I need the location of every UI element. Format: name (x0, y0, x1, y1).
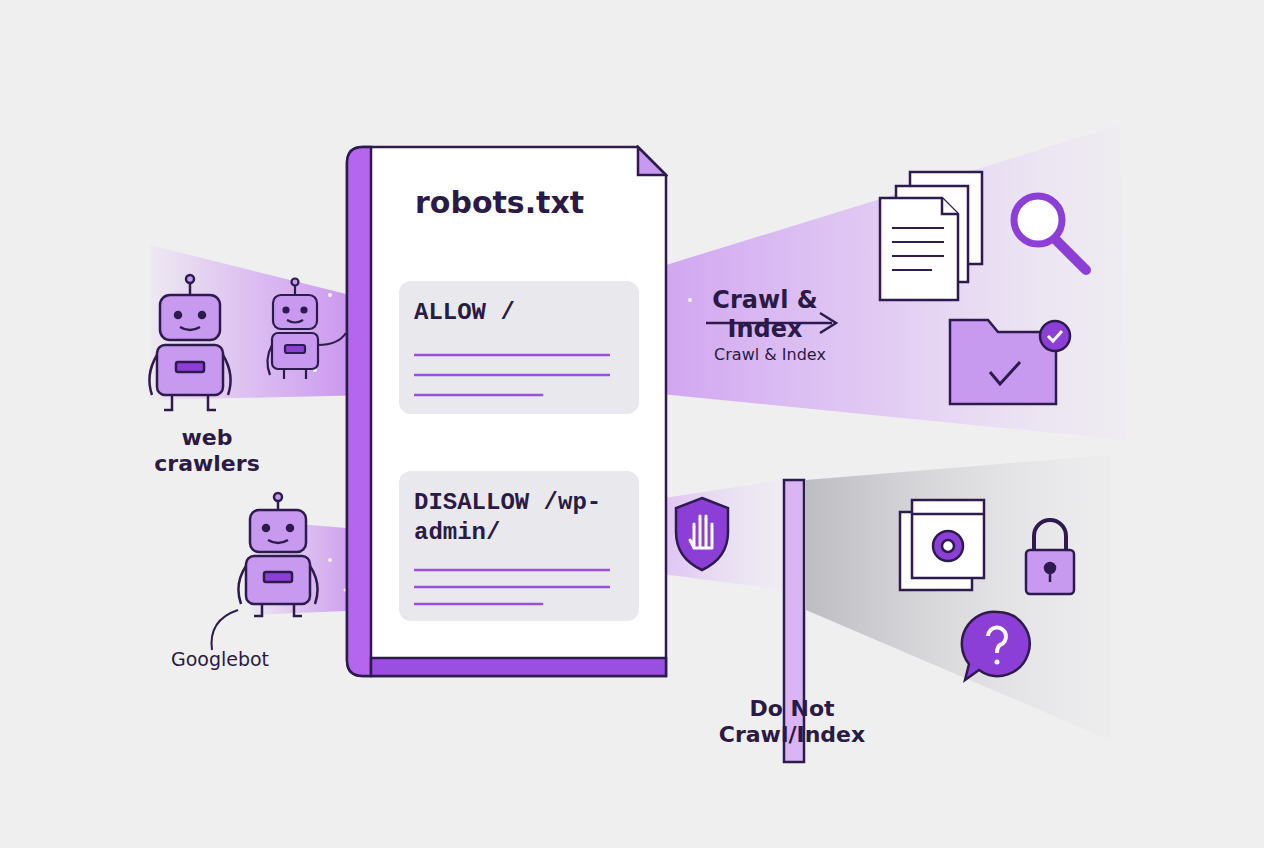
rule-box: DISALLOW /wp-admin/ (398, 470, 640, 622)
lock-icon (1026, 520, 1074, 594)
document-node: robots.txtALLOW / DISALLOW /wp-admin/ (345, 145, 668, 678)
document-title: robots.txt (415, 185, 584, 220)
magnifier-icon (1014, 196, 1086, 270)
crawler-beam (150, 245, 370, 400)
question-bubble-icon (962, 612, 1030, 680)
group-label: web crawlers (127, 425, 287, 478)
arrow-label: Crawl & Index (690, 286, 840, 344)
rule-text: ALLOW / (414, 298, 619, 328)
blocked-label: Do Not Crawl/Index (712, 696, 872, 749)
documents-icon (880, 172, 982, 300)
shield-icon (676, 498, 728, 570)
rule-box: ALLOW / (398, 280, 640, 415)
leader-line (212, 610, 238, 650)
rule-text: DISALLOW /wp-admin/ (414, 488, 619, 548)
bot-label: Googlebot (140, 648, 300, 671)
robot-icon (238, 493, 317, 616)
blocked-region (806, 455, 1110, 740)
settings-window-icon (900, 500, 984, 590)
arrow-sublabel: Crawl & Index (690, 345, 850, 364)
folder-check-icon (950, 320, 1070, 404)
robot-icon (267, 279, 346, 380)
robot-icon (149, 275, 230, 410)
